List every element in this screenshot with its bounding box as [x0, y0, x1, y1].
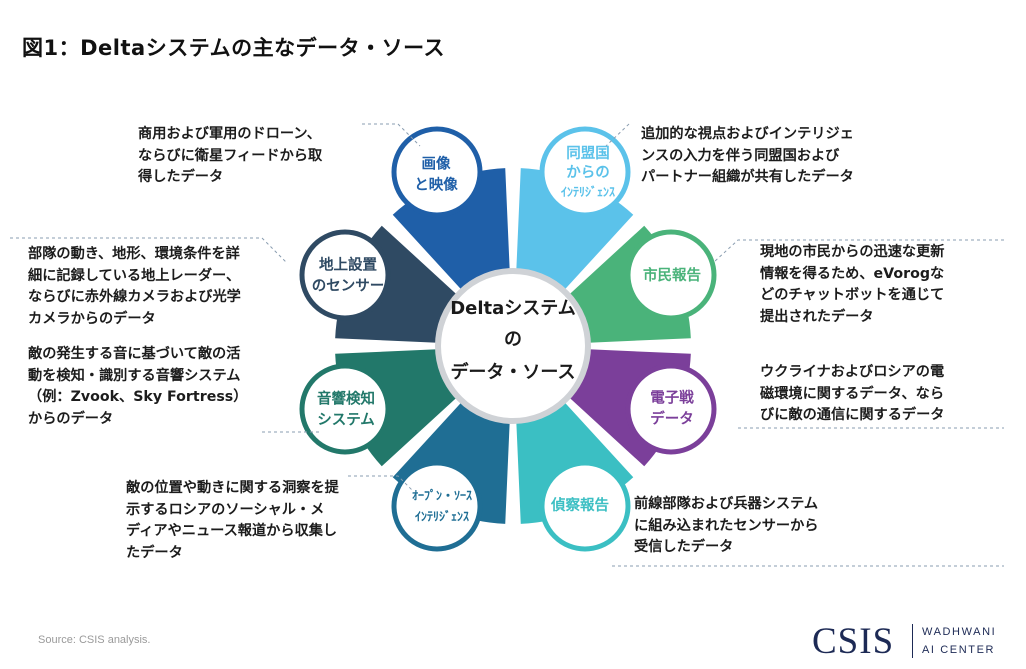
segment-description-5-line-2: 示するロシアのソーシャル・メ — [126, 501, 325, 518]
segment-description-1-line-3: パートナー組織が共有したデータ — [641, 169, 854, 185]
segment-description-7-line-3: ならびに赤外線カメラおよび光学 — [28, 289, 241, 305]
logo-line1: WADHWANI — [922, 626, 997, 638]
segment-description-7-line-2: 細に記録している地上レーダー、 — [28, 267, 241, 284]
segment-description-4: 前線部隊および兵器システムに組み込まれたセンサーから受信したデータ — [634, 494, 818, 559]
segment-description-0-line-1: 商用および軍用のドローン、 — [138, 126, 321, 142]
segment-description-4-line-1: 前線部隊および兵器システム — [634, 496, 819, 512]
segment-description-6-line-4: からのデータ — [28, 410, 114, 427]
segment-description-5: 敵の位置や動きに関する洞察を提示するロシアのソーシャル・メディアやニュース報道か… — [126, 478, 339, 564]
segment-label-4-line-1: 偵察報告 — [550, 496, 609, 514]
segment-label-5-line-1: ｵｰﾌﾟﾝ・ｿｰｽ — [412, 488, 472, 503]
segment-label-1-line-3: ｲﾝﾃﾘｼﾞｪﾝｽ — [561, 184, 615, 199]
source-note: Source: CSIS analysis. — [38, 634, 151, 646]
center-circle — [435, 268, 591, 424]
segment-label-3-line-2: データ — [650, 410, 694, 428]
segment-description-7: 部隊の動き、地形、環境条件を詳細に記録している地上レーダー、ならびに赤外線カメラ… — [28, 244, 241, 330]
segment-description-1-line-2: ンスの入力を伴う同盟国および — [641, 147, 840, 164]
segment-label-0-line-2: と映像 — [414, 176, 458, 194]
segment-label-6-line-2: システム — [317, 413, 375, 429]
segment-label-5-line-2: ｲﾝﾃﾘｼﾞｪﾝｽ — [415, 509, 469, 524]
logo-wordmark: CSIS — [812, 621, 895, 662]
segment-description-7-line-1: 部隊の動き、地形、環境条件を詳 — [28, 246, 240, 262]
center-label-line-3: データ・ソース — [450, 361, 575, 383]
segment-label-2-line-1: 市民報告 — [643, 266, 701, 284]
leader-line-0 — [362, 123, 421, 147]
segment-description-3: ウクライナおよびロシアの電磁環境に関するデータ、ならびに敵の通信に関するデータ — [760, 362, 944, 427]
center-label-line-2: の — [504, 329, 522, 350]
segment-description-6: 敵の発生する音に基づいて敵の活動を検知・識別する音響システム （例：Zvook、S… — [28, 344, 247, 430]
segment-label-7-line-1: 地上設置 — [319, 256, 377, 274]
segment-description-5-line-1: 敵の位置や動きに関する洞察を提 — [126, 480, 339, 496]
segment-description-2-line-4: 提出されたデータ — [760, 308, 874, 325]
segment-description-7-line-4: カメラからのデータ — [28, 310, 156, 327]
center-label-line-1: Deltaシステム — [450, 298, 576, 319]
segment-description-6-line-1: 敵の発生する音に基づいて敵の活 — [28, 346, 241, 362]
segment-description-2: 現地の市民からの迅速な更新情報を得るため、eVorogなどのチャットボットを通じ… — [760, 242, 944, 328]
segment-label-circle-2 — [625, 229, 717, 321]
segment-description-4-line-2: に組み込まれたセンサーから — [634, 517, 819, 534]
segment-label-circle-0 — [391, 126, 483, 218]
logo-divider — [912, 624, 913, 658]
segment-description-0-line-2: ならびに衛星フィードから取 — [138, 147, 323, 164]
segment-description-6-line-3: （例：Zvook、Sky Fortress） — [28, 389, 248, 405]
segment-label-7-line-2: のセンサー — [312, 278, 385, 295]
leader-line-7 — [10, 237, 287, 263]
segment-label-0-line-1: 画像 — [422, 155, 451, 173]
segment-label-circle-1 — [539, 126, 631, 218]
segment-description-0: 商用および軍用のドローン、ならびに衛星フィードから取得したデータ — [138, 124, 322, 189]
segment-description-2-line-3: どのチャットボットを通じて — [760, 287, 945, 303]
segment-description-5-line-3: ディアやニュース報道から収集し — [126, 523, 338, 539]
segment-description-3-line-1: ウクライナおよびロシアの電 — [760, 364, 945, 380]
segment-description-6-line-2: 動を検知・識別する音響システム — [28, 367, 241, 384]
segment-description-1-line-1: 追加的な視点およびインテリジェ — [641, 126, 854, 142]
leader-line-2 — [713, 239, 1004, 263]
segment-label-circle-7 — [299, 229, 391, 321]
segment-label-3-line-1: 電子戦 — [650, 389, 694, 407]
segment-label-1-line-2: からの — [566, 164, 610, 181]
logo-line2: AI CENTER — [922, 644, 996, 656]
page-title: 図1：Deltaシステムの主なデータ・ソース — [22, 36, 446, 60]
segment-label-circle-4 — [539, 460, 631, 552]
segment-description-2-line-2: 情報を得るため、eVorogな — [760, 265, 945, 282]
segment-description-1: 追加的な視点およびインテリジェンスの入力を伴う同盟国およびパートナー組織が共有し… — [641, 124, 854, 189]
leader-line-1 — [605, 123, 630, 147]
segment-label-1-line-1: 同盟国 — [566, 145, 610, 162]
leader-line-5 — [348, 475, 413, 491]
segment-description-3-line-3: びに敵の通信に関するデータ — [760, 407, 945, 423]
segment-label-circle-5 — [391, 460, 483, 552]
segment-description-3-line-2: 磁環境に関するデータ、なら — [760, 385, 945, 402]
segment-description-4-line-3: 受信したデータ — [634, 539, 734, 555]
segment-description-0-line-3: 得したデータ — [138, 169, 224, 185]
segment-description-5-line-4: たデータ — [126, 544, 183, 561]
segment-label-circle-6 — [299, 363, 391, 455]
segment-label-circle-3 — [625, 363, 717, 455]
segment-description-2-line-1: 現地の市民からの迅速な更新 — [760, 244, 945, 260]
segment-label-6-line-1: 音響検知 — [317, 390, 375, 408]
